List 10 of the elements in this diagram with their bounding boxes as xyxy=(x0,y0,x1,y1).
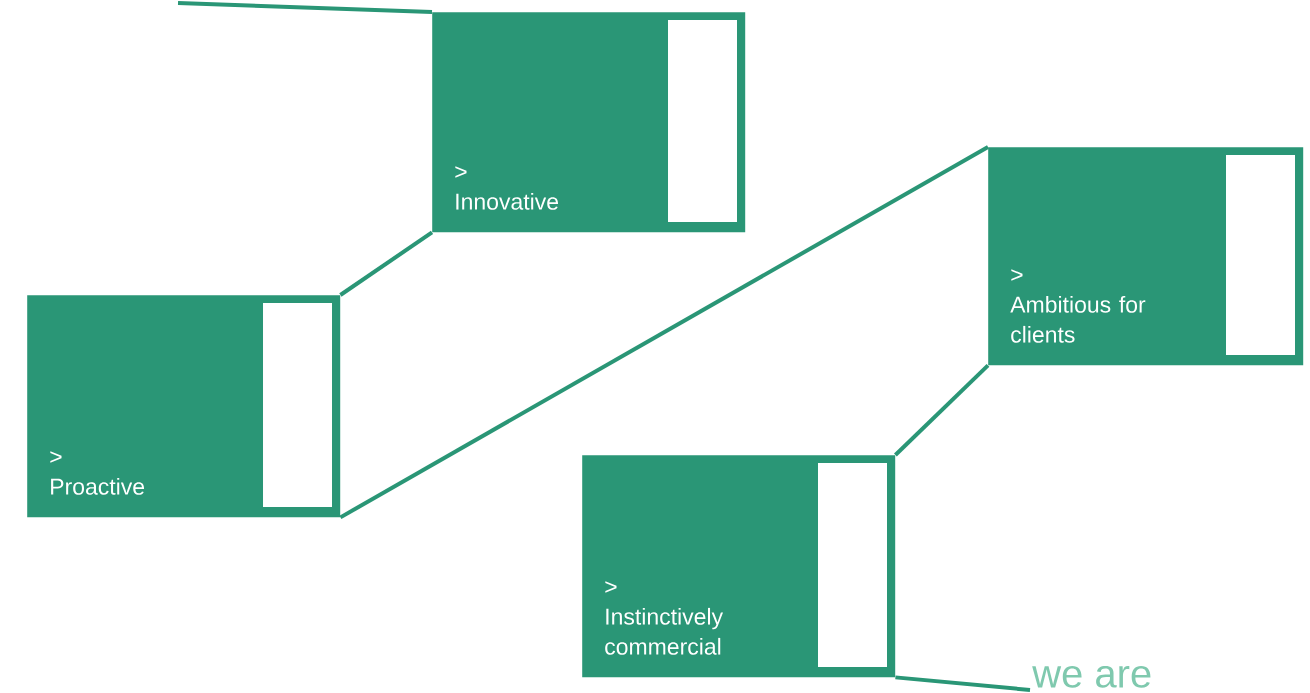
connector-line xyxy=(339,145,989,520)
caption-text: we are xyxy=(1032,665,1151,688)
connector-line xyxy=(339,230,434,297)
card: > Innovative xyxy=(432,12,746,233)
connector-line xyxy=(177,1,433,14)
connector-line xyxy=(895,675,1031,692)
card: > Proactive xyxy=(27,295,341,518)
card: > Ambitious for clients xyxy=(988,147,1304,366)
card: > Instinctively commercial xyxy=(582,455,896,678)
connector-line xyxy=(894,363,990,457)
